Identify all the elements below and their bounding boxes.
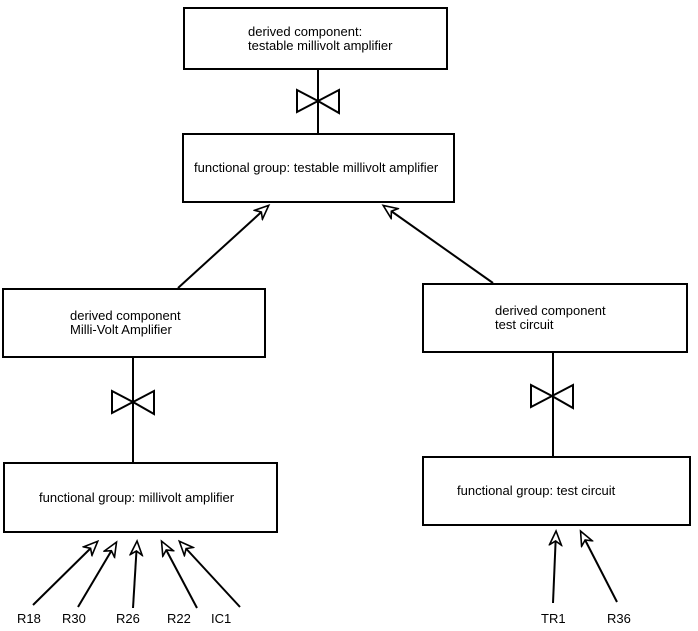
node-label-line: test circuit <box>495 317 554 332</box>
node-label-line: Milli-Volt Amplifier <box>70 322 172 337</box>
arrow-r18 <box>32 542 97 606</box>
leaf-label-r22: R22 <box>167 611 191 626</box>
node-fg-testable-millivolt-amplifier: functional group: testable millivolt amp… <box>182 133 455 203</box>
node-fg-test-circuit: functional group: test circuit <box>422 456 691 526</box>
bowtie-icon <box>111 389 155 416</box>
arrow-derived-tc-to-fg-testable <box>384 206 494 284</box>
leaf-label-ic1: IC1 <box>211 611 232 626</box>
leaf-label-r30: R30 <box>62 611 86 626</box>
leaf-label-r36: R36 <box>607 611 631 626</box>
arrow-tr1 <box>553 532 556 604</box>
arrow-r36 <box>581 532 618 603</box>
node-derived-testable-millivolt-amplifier: derived component: testable millivolt am… <box>183 7 448 70</box>
node-label-line: derived component <box>70 308 181 323</box>
node-label-line: derived component <box>495 303 606 318</box>
node-label-line: functional group: testable millivolt amp… <box>194 160 439 175</box>
arrow-derived-mva-to-fg-testable <box>177 206 268 289</box>
leaf-label-tr1: TR1 <box>541 611 566 626</box>
node-fg-millivolt-amplifier: functional group: millivolt amplifier <box>3 462 278 533</box>
leaf-label-r18: R18 <box>17 611 41 626</box>
bowtie-icon <box>530 383 574 410</box>
arrow-r30 <box>77 543 116 608</box>
node-label-line: functional group: millivolt amplifier <box>39 489 235 505</box>
node-derived-test-circuit: derived component test circuit <box>422 283 688 353</box>
bowtie-icon <box>296 88 340 115</box>
node-label-line: derived component: <box>248 23 363 39</box>
node-label-line: functional group: test circuit <box>457 483 616 498</box>
arrow-r22 <box>162 542 198 609</box>
node-label-line: testable millivolt amplifier <box>248 37 393 53</box>
arrow-ic1 <box>180 542 241 608</box>
node-derived-milli-volt-amplifier: derived component Milli-Volt Amplifier <box>2 288 266 358</box>
arrow-r26 <box>133 542 137 609</box>
leaf-label-r26: R26 <box>116 611 140 626</box>
